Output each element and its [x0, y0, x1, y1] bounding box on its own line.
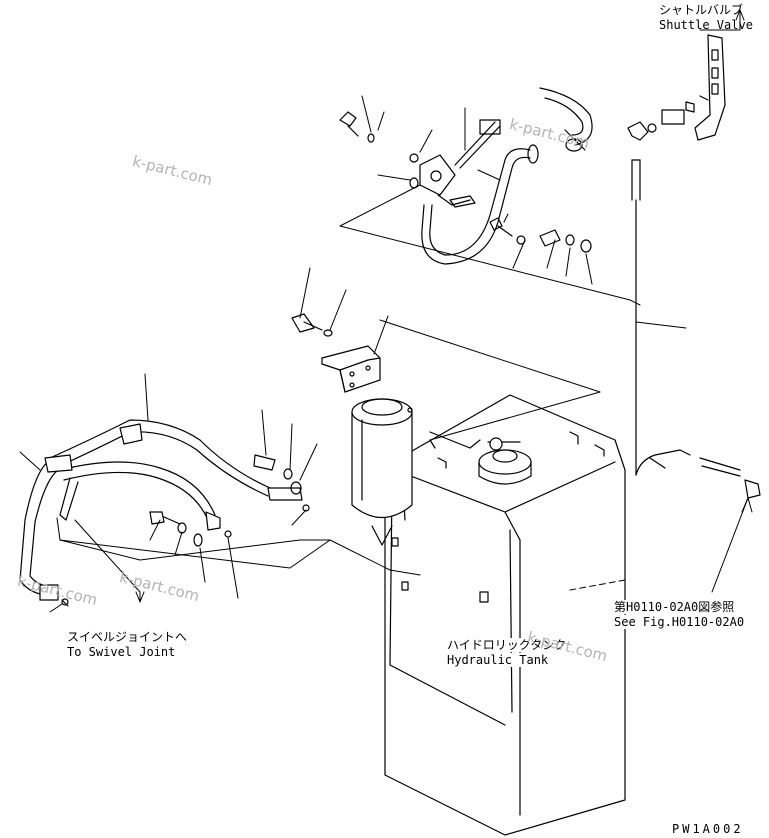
left-hose-assembly [19, 419, 310, 607]
swivel-joint-label-en: To Swivel Joint [67, 645, 176, 659]
leader-lines [19, 9, 753, 613]
see-fig-label-en: See Fig.H0110-02A0 [614, 615, 745, 629]
shuttle-valve-drawing [627, 34, 761, 499]
swivel-joint-label-jp: スイベルジョイントへ [67, 630, 188, 644]
shuttle-valve-label-en: Shuttle Valve [659, 18, 753, 32]
hydraulic-tank-label-jp: ハイドロリックタンク [447, 638, 567, 652]
hydraulic-tank-label-en: Hydraulic Tank [447, 653, 549, 667]
shuttle-valve-label-jp: シャトルバルブ [659, 3, 744, 17]
hydraulic-tank-drawing [384, 394, 626, 836]
drawing-code: PW1A002 [672, 822, 744, 836]
see-fig-label-jp: 第H0110-02A0図参照 [614, 600, 735, 614]
filter-cylinder [351, 398, 413, 546]
upper-pipe-assembly [339, 87, 593, 265]
bracket [291, 313, 381, 393]
